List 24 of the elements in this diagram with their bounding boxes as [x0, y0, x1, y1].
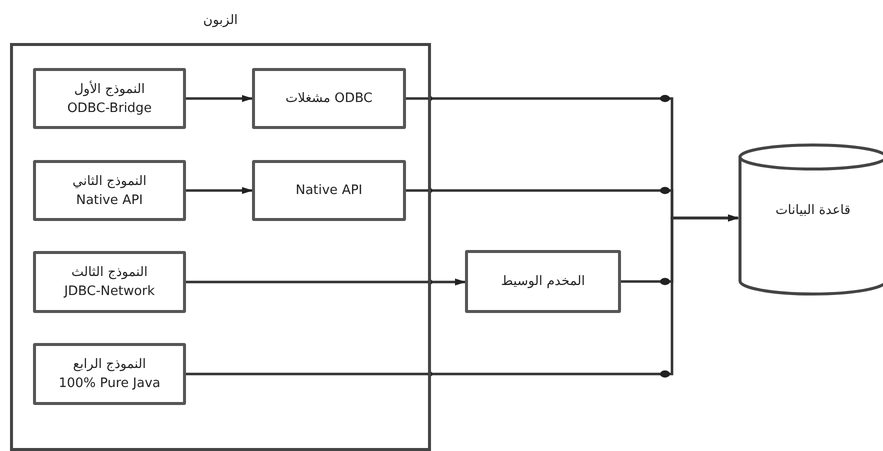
node-label: 100% Pure Java	[58, 375, 160, 393]
node-label: النموذج الأول	[74, 80, 145, 98]
arrow	[186, 187, 253, 194]
node-label: النموذج الرابع	[73, 356, 146, 374]
node-label: JDBC-Network	[64, 283, 155, 301]
node-label: ODBC-Bridge	[67, 100, 152, 118]
node-label: Native API	[296, 182, 362, 200]
arrow	[186, 95, 253, 102]
arrow	[186, 214, 739, 376]
node-label: النموذج الثاني	[72, 172, 146, 190]
process-box	[33, 160, 186, 221]
group-heading: الزبون	[203, 13, 238, 28]
process-box	[465, 250, 621, 313]
process-box	[33, 68, 186, 129]
process-box	[33, 251, 186, 313]
node-label: النموذج الثالث	[71, 264, 148, 282]
process-box	[252, 160, 406, 221]
arrow	[186, 278, 466, 286]
process-box	[252, 68, 406, 129]
node-label: قاعدة البيانات	[776, 203, 850, 218]
node-label: مشغلات ODBC	[286, 90, 372, 108]
process-box	[33, 343, 186, 405]
node-label: المخدم الوسيط	[501, 273, 585, 291]
node-label: Native API	[76, 192, 143, 210]
